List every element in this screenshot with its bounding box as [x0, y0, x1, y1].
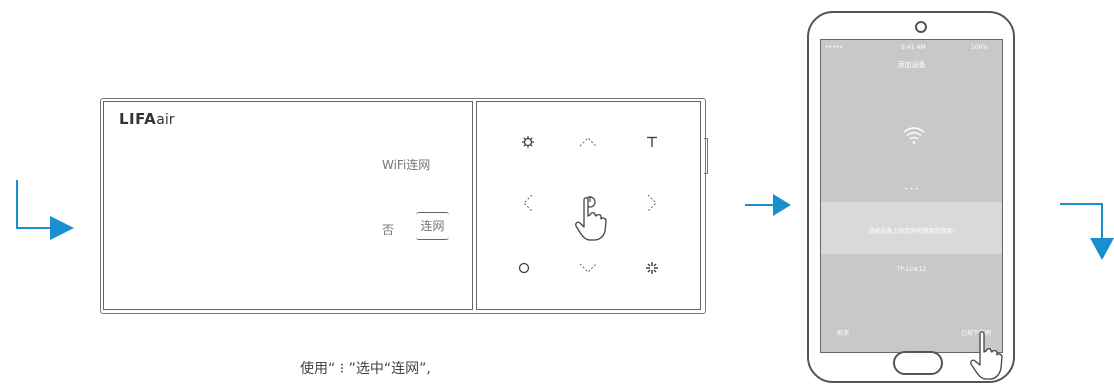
status-signal: ••••• — [825, 44, 843, 51]
cancel-button[interactable]: 取消 — [837, 330, 850, 337]
pointing-hand-icon — [574, 196, 608, 246]
fan-icon[interactable] — [642, 258, 662, 278]
instruction-band — [821, 202, 1002, 254]
screen-title: 添加设备 — [897, 61, 926, 69]
page-dots: • • • — [904, 186, 919, 193]
option-connect-selected[interactable]: 连网 — [416, 212, 449, 240]
flow-arrow-in — [14, 180, 76, 242]
logo-bold: LIFA — [119, 110, 157, 128]
gear-icon[interactable] — [518, 132, 538, 152]
home-button[interactable] — [893, 351, 943, 375]
chevron-left-icon[interactable] — [518, 193, 538, 213]
chevron-up-icon[interactable] — [578, 132, 598, 152]
device-keypad — [476, 101, 701, 310]
tapping-hand-icon — [968, 330, 1008, 386]
wifi-setting-label: WiFi连网 — [382, 158, 431, 172]
brand-logo: LIFAair — [119, 110, 175, 128]
phone-camera — [915, 21, 927, 33]
confirm-button[interactable]: 已按下连网 — [961, 330, 992, 337]
connect-instruction: 请按设备上的连网按键接受连接! — [868, 228, 955, 235]
network-name: TP-Link12 — [896, 266, 927, 273]
option-no[interactable]: 否 — [382, 223, 395, 237]
device-display — [103, 101, 473, 310]
status-battery: 100% — [971, 44, 989, 51]
flow-arrow-middle — [745, 194, 793, 216]
logo-light: air — [156, 112, 175, 128]
flow-arrow-out — [1060, 202, 1114, 262]
chevron-down-icon[interactable] — [578, 258, 598, 278]
circle-icon[interactable] — [514, 258, 534, 278]
instruction-caption: 使用“ ⁝ ”选中“连网”, — [300, 361, 431, 377]
app-screen: ••••• 9:41 AM 100% 添加设备 • • • 请按设备上的连网按键… — [820, 39, 1003, 353]
air-purifier-panel — [100, 98, 706, 314]
chevron-right-icon[interactable] — [642, 193, 662, 213]
wifi-icon — [902, 125, 926, 147]
status-time: 9:41 AM — [901, 44, 926, 51]
timer-t-icon[interactable] — [642, 132, 662, 152]
device-side-button — [704, 138, 708, 174]
